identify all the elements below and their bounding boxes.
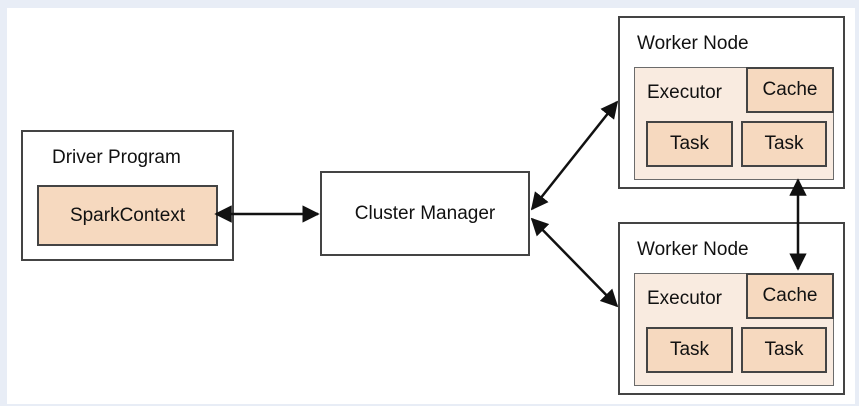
driver-program-box: Driver Program SparkContext bbox=[21, 130, 234, 261]
worker-node-title: Worker Node bbox=[637, 33, 749, 54]
spark-context-box: SparkContext bbox=[37, 185, 218, 246]
task-box: Task bbox=[646, 121, 733, 167]
cluster-manager-box: Cluster Manager bbox=[320, 171, 530, 256]
cluster-manager-label: Cluster Manager bbox=[354, 202, 496, 224]
cache-box: Cache bbox=[746, 273, 834, 319]
executor-label: Executor bbox=[647, 288, 722, 309]
worker-node-box: Worker Node Executor Cache Task Task bbox=[618, 16, 845, 189]
worker-node-title: Worker Node bbox=[637, 239, 749, 260]
task-box: Task bbox=[741, 121, 827, 167]
cache-box: Cache bbox=[746, 67, 834, 113]
executor-label: Executor bbox=[647, 82, 722, 103]
task-box: Task bbox=[741, 327, 827, 373]
worker-node-box: Worker Node Executor Cache Task Task bbox=[618, 222, 845, 395]
driver-program-title: Driver Program bbox=[52, 147, 181, 168]
task-box: Task bbox=[646, 327, 733, 373]
